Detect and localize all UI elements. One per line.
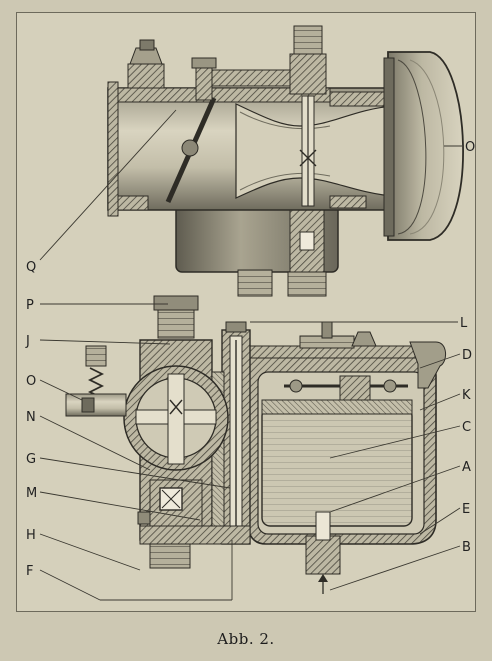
leader-lines bbox=[39, 109, 462, 601]
label-q: Q bbox=[26, 260, 36, 275]
label-e: E bbox=[462, 502, 470, 517]
figure-caption: Abb. 2. bbox=[217, 630, 275, 648]
bottom-section-view bbox=[65, 295, 446, 594]
label-o-top: O bbox=[465, 140, 475, 155]
label-c: C bbox=[462, 420, 471, 435]
label-g: G bbox=[26, 452, 36, 467]
label-a: A bbox=[462, 460, 471, 475]
label-p: P bbox=[26, 298, 34, 313]
label-j: J bbox=[25, 334, 30, 349]
label-n: N bbox=[26, 410, 36, 425]
top-section-view bbox=[107, 25, 464, 297]
label-h: H bbox=[26, 528, 36, 543]
label-l: L bbox=[460, 316, 468, 331]
label-d: D bbox=[462, 348, 472, 363]
part-labels: O Q P L J D O K N C G A M E H B F bbox=[25, 140, 475, 579]
label-m: M bbox=[26, 486, 37, 501]
label-k: K bbox=[462, 388, 471, 403]
label-b: B bbox=[462, 540, 471, 555]
label-o-bottom: O bbox=[26, 374, 36, 389]
label-f: F bbox=[26, 564, 33, 579]
